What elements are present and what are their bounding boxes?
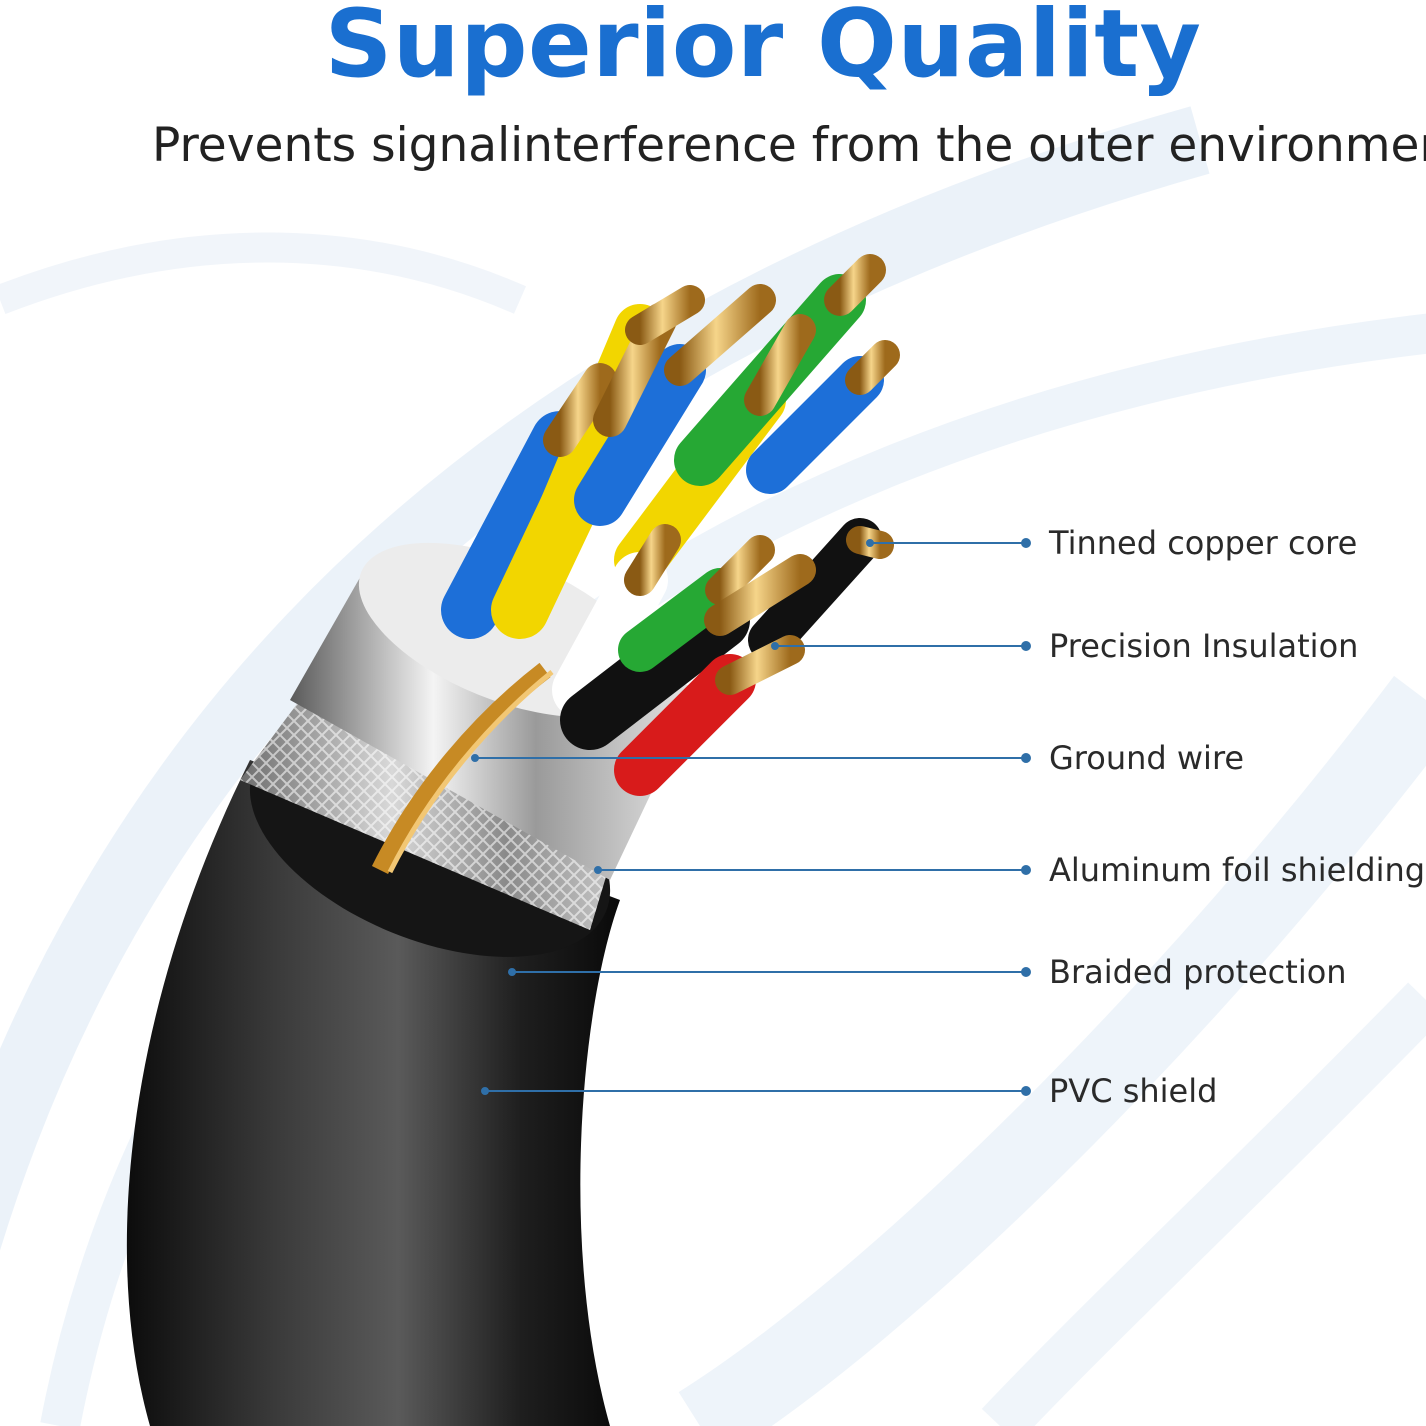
page-title: Superior Quality	[324, 0, 1202, 99]
label-pvc-shield: PVC shield	[1049, 1072, 1218, 1110]
page-subtitle: Prevents signalinterference from the out…	[152, 118, 1426, 173]
label-precision-insulation: Precision Insulation	[1049, 627, 1359, 665]
label-aluminum-foil-shielding: Aluminum foil shielding	[1049, 851, 1426, 889]
copper-strands	[543, 254, 900, 695]
label-ground-wire: Ground wire	[1049, 739, 1245, 777]
label-tinned-copper-core: Tinned copper core	[1049, 524, 1358, 562]
leader-lines	[471, 538, 1031, 1096]
braided-shield	[240, 700, 620, 930]
ground-wire	[371, 662, 554, 875]
label-braided-protection: Braided protection	[1049, 953, 1347, 991]
